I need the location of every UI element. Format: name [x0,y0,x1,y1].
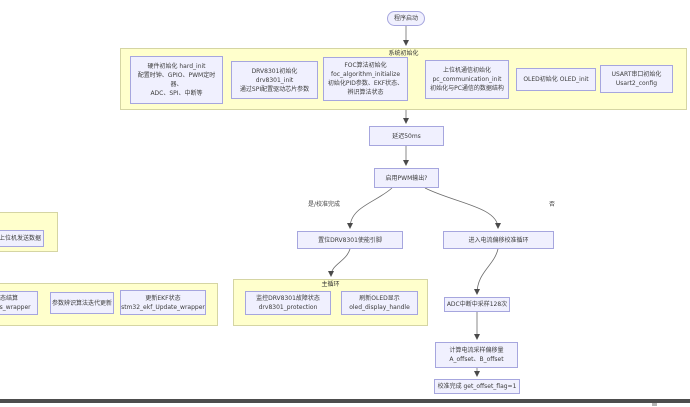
flow-node-drv-protection: 监控DRV8301故障状态 drv8301_protection [245,291,331,315]
edge-label-no: 否 [548,201,557,209]
group-system-init-label: 系统初始化 [388,50,419,57]
flow-node-delay-50ms: 延迟50ms [369,126,444,146]
flow-node-adc-sample: ADC中断中采样128次 [444,297,510,312]
flow-node-pc-comm-init: 上位机通信初始化 pc_communication_init 初始化与PC通信的… [425,60,509,99]
flow-node-usart-init: USART串口初始化 Usart2_config [600,65,673,93]
flow-node-drv8301-init: DRV8301初始化 drv8301_init 通过SPI配置驱动芯片参数 [231,61,318,99]
edge-enable-to-mainloop [328,248,351,277]
flow-node-pc-send: 上位机发送数据 [0,230,44,247]
flow-node-param-ident: 参数辨识算法迭代更新 [50,292,114,314]
flow-node-oled-refresh: 刷新OLED显示 oled_display_handle [341,291,418,315]
flow-node-enter-calib-loop: 进入电流偏移校准循环 [443,231,554,249]
flow-node-start: 程序启动 [387,11,425,26]
group-main-loop-label: 主循环 [321,281,340,288]
flow-node-outputs-wrapper: 态结算 tputs_wrapper [0,291,38,315]
bottom-edge-tick [652,403,657,406]
flow-node-calib-done: 校准完成 get_offset_flag=1 [434,379,520,394]
bottom-edge-bar [0,399,690,403]
flow-node-calc-offset: 计算电流采样偏移量 A_offset、B_offset [435,342,518,368]
flow-node-set-drv-enable: 置位DRV8301使能引脚 [297,231,403,249]
flow-node-foc-init: FOC算法初始化 foc_algorithm_initialize 初始化PID… [323,57,408,101]
flow-node-oled-init: OLED初始化 OLED_init [516,68,596,91]
edge-label-yes: 是/校准完成 [307,201,342,209]
edge-decision-yes [347,187,393,229]
flow-node-hw-init: 硬件初始化 hard_init 配置时钟、GPIO、PWM定时 器、 ADC、S… [130,56,223,104]
flow-node-ekf-update: 更新EKF状态 stm32_ekf_Update_wrapper [120,290,206,315]
flow-node-pwm-decision: 启用PWM输出? [374,168,439,188]
edge-decision-no [424,187,501,229]
edge-calib-to-adc [474,248,499,295]
